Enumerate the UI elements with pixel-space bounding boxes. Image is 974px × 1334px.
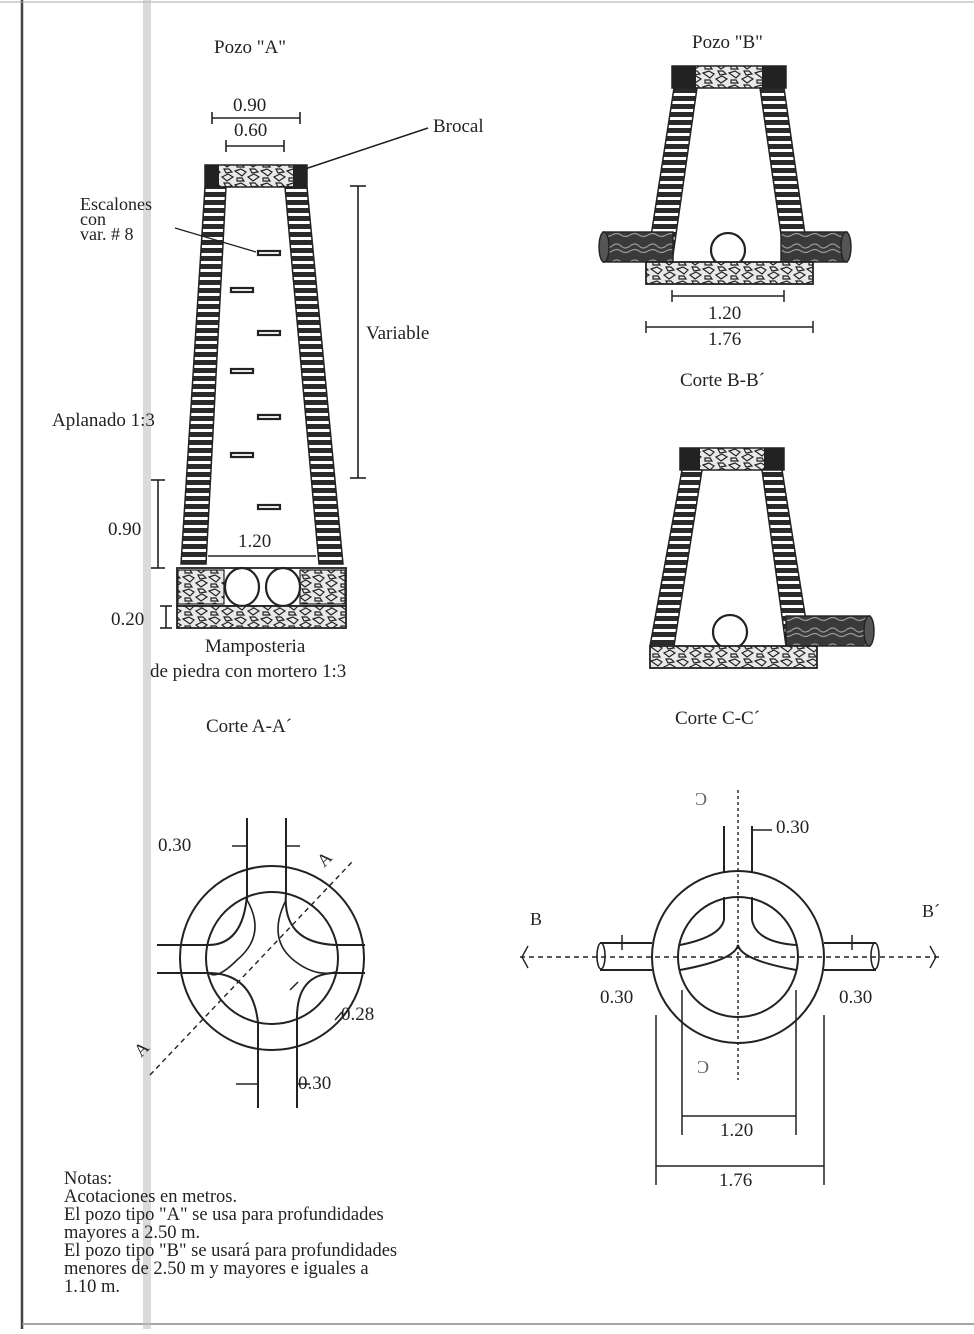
corte-a-label: Corte A-A´ [206,716,293,737]
corte-c-label: Corte C-C´ [675,708,760,729]
pozo-b-dim-inner: 1.20 [708,303,742,324]
pozo-b-section [598,65,852,333]
notes-line-4: El pozo tipo "B" se usará para profundid… [64,1241,398,1261]
pozo-b-title: Pozo "B" [692,32,763,53]
plan-a-dim-wall: 0.28 [341,1004,375,1025]
variable-label: Variable [366,323,430,344]
notes-line-3: mayores a 2.50 m. [64,1223,201,1243]
plan-b-dim-inner: 1.20 [720,1120,754,1141]
plan-b-marker-top: C [695,789,708,809]
plan-b-marker-right: B´ [922,901,940,921]
plan-b-marker-bottom: C [697,1057,710,1077]
plan-a-dim-pipe-bottom: 0.30 [298,1073,332,1094]
corte-b-label: Corte B-B´ [680,370,765,391]
corte-c-section [649,447,875,669]
notes-line-1: Acotaciones en metros. [64,1187,238,1207]
plan-a-view [149,818,365,1108]
pozo-a-dim-top-inner: 0.60 [234,120,268,141]
pozo-a-title: Pozo "A" [214,37,286,58]
dim-base-label: 1.20 [238,531,272,552]
notes-line-5: menores de 2.50 m y mayores e iguales a [64,1259,369,1279]
notes-title: Notas: [64,1169,113,1189]
notes-line-6: 1.10 m. [64,1277,121,1297]
plan-b-marker-left: B [530,909,543,929]
mamposteria-line-1: Mamposteria [205,636,306,657]
escalones-line-3: var. # 8 [80,224,134,244]
plan-b-dim-left: 0.30 [600,987,634,1008]
dim-090-label: 0.90 [108,519,142,540]
escalones-line-2: con [80,209,106,229]
mamposteria-line-2: de piedra con mortero 1:3 [150,661,347,682]
escalones-line-1: Escalones [80,194,152,214]
pozo-a-dim-top-outer: 0.90 [233,95,267,116]
notes-line-2: El pozo tipo "A" se usa para profundidad… [64,1205,384,1225]
plan-b-dim-outer: 1.76 [719,1170,753,1191]
plan-b-dim-right: 0.30 [839,987,873,1008]
notes-block: Notas: Acotaciones en metros. El pozo ti… [64,1169,504,1297]
pozo-b-dim-outer: 1.76 [708,329,742,350]
aplanado-label: Aplanado 1:3 [52,410,155,431]
dim-020-label: 0.20 [111,609,145,630]
escalones-label: Escalones con var. # 8 [80,194,152,244]
plan-a-dim-pipe-top: 0.30 [158,835,192,856]
brocal-label: Brocal [433,116,484,137]
plan-b-view [520,790,940,1185]
pozo-a-section [151,112,429,629]
plan-b-dim-top: 0.30 [776,817,810,838]
